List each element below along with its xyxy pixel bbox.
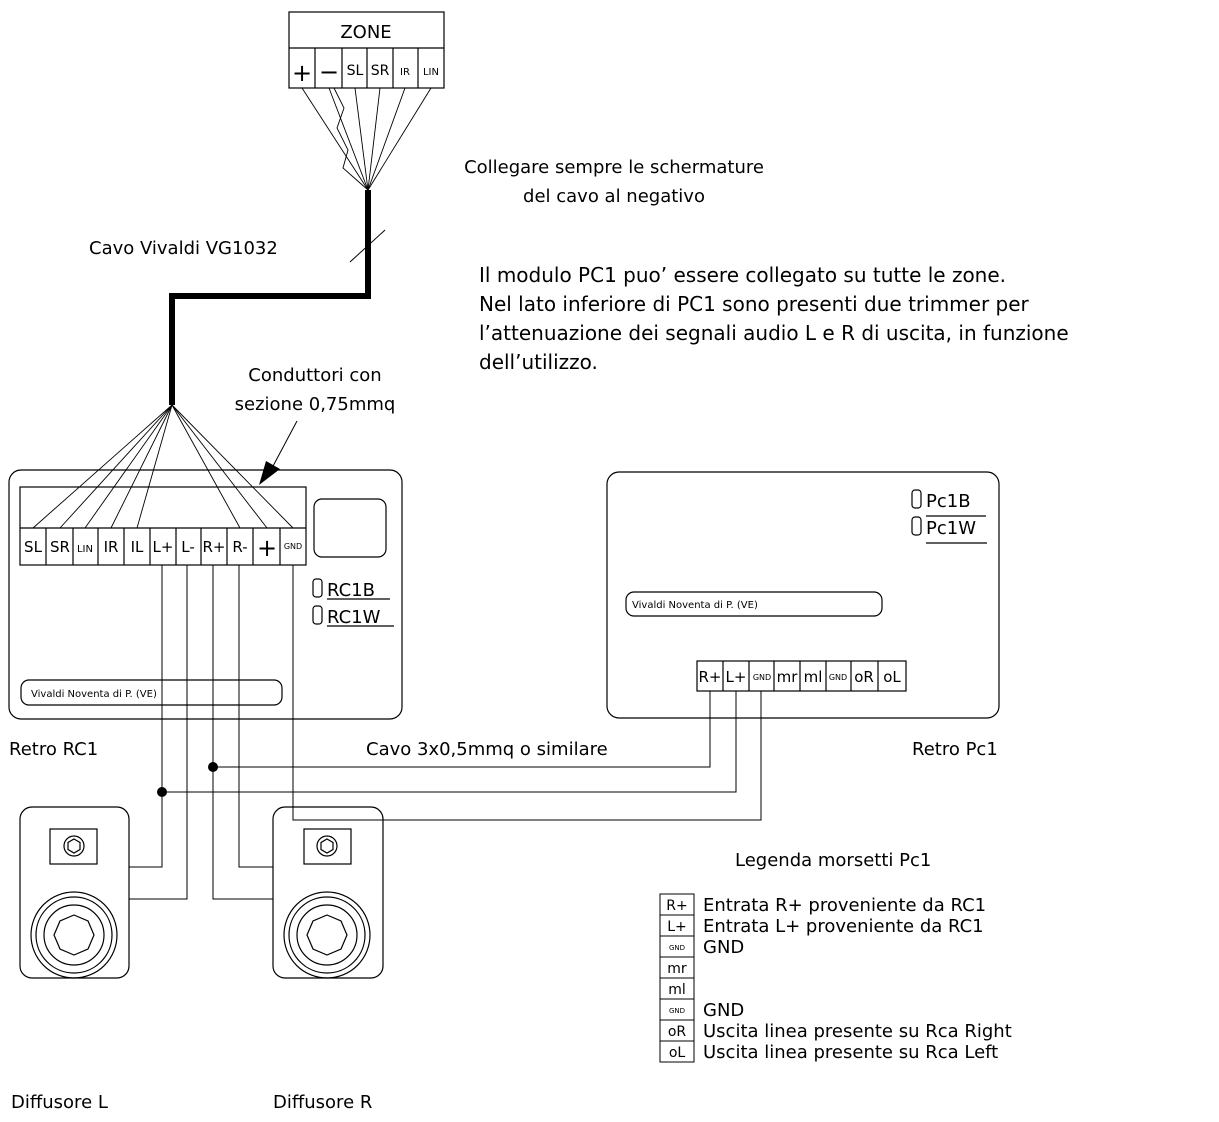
pc1-caption: Retro Pc1 [912,739,998,760]
speaker-left-caption: Diffusore L [11,1092,108,1113]
shield-note-line1: Collegare sempre le schermature [464,157,764,178]
rc1-terminal-rplus: R+ [203,538,226,556]
legend-desc-rplus: Entrata R+ proveniente da RC1 [703,895,986,916]
shield-note-line2: del cavo al negativo [523,186,705,207]
legend-desc-or: Uscita linea presente su Rca Right [703,1021,1012,1042]
zone-terminal-block [288,11,445,89]
legend-title: Legenda morsetti Pc1 [735,850,931,871]
rc1-wire-fan [32,404,294,529]
rc1-model-b: RC1B [327,580,375,601]
pc1-terminal-gnd2: GND [829,673,847,682]
legend-key-gnd2: GND [669,1007,685,1015]
rc1-terminal-lin: LIN [77,544,93,555]
zone-terminal-minus: − [319,58,339,86]
pc1-panel [606,471,1000,719]
legend-desc-gnd1: GND [703,937,744,958]
rc1-terminal-il: IL [131,538,144,556]
speaker-right [272,806,384,979]
zone-title: ZONE [340,22,391,43]
info-line3: l’attenuazione dei segnali audio L e R d… [479,321,1069,345]
info-line1: Il modulo PC1 puo’ essere collegato su t… [479,263,1006,287]
rc1-terminal-sr: SR [50,538,70,556]
rc1-terminal-lplus: L+ [153,538,174,556]
junction-dot-r [208,762,218,772]
pc1-terminal-rplus: R+ [699,668,722,686]
signal-wiring [129,565,762,900]
cable-tick [349,229,386,263]
legend-key-lplus: L+ [667,919,687,935]
pc1-label: Vivaldi Noventa di P. (VE) [632,600,758,611]
cable2-label: Cavo 3x0,5mmq o similare [366,739,608,760]
rc1-model-w: RC1W [327,607,381,628]
legend-desc-lplus: Entrata L+ proveniente da RC1 [703,916,984,937]
legend-key-ml: ml [668,982,686,998]
speaker-left [19,806,130,979]
rc1-panel [8,469,403,720]
pc1-terminal-lplus: L+ [726,668,747,686]
zone-terminal-sl: SL [347,63,364,79]
rc1-terminal-plus: + [257,534,277,562]
legend-key-or: oR [668,1024,687,1040]
legend-key-grid [659,893,695,1063]
zone-terminal-sr: SR [371,63,390,79]
pc1-terminal-gnd1: GND [753,673,771,682]
pc1-terminal-or: oR [854,668,874,686]
legend-key-ol: oL [669,1045,686,1061]
rc1-caption: Retro RC1 [9,739,98,760]
pc1-model-b: Pc1B [926,491,971,512]
cable-label: Cavo Vivaldi VG1032 [89,238,278,259]
rc1-label: Vivaldi Noventa di P. (VE) [31,689,157,700]
pc1-terminal-ml: ml [804,668,823,686]
rc1-terminal-rminus: R- [232,538,247,556]
zone-wire-fan [301,87,432,191]
zone-terminal-lin: LIN [423,67,439,78]
info-line4: dell’utilizzo. [479,350,598,374]
conductors-line2: sezione 0,75mmq [235,394,396,415]
pc1-terminal-mr: mr [777,668,799,686]
pc1-terminal-ol: oL [883,668,901,686]
legend-key-mr: mr [667,961,687,977]
legend-desc-ol: Uscita linea presente su Rca Left [703,1042,998,1063]
main-cable [169,190,371,405]
rc1-terminal-gnd: GND [284,542,302,551]
speaker-right-caption: Diffusore R [273,1092,372,1113]
conductors-line1: Conduttori con [248,365,381,386]
pc1-model-w: Pc1W [926,518,976,539]
info-line2: Nel lato inferiore di PC1 sono presenti … [479,292,1030,316]
zone-terminal-plus: + [292,59,312,87]
junction-dot-l [157,787,167,797]
zone-terminal-ir: IR [400,67,410,78]
legend-key-rplus: R+ [666,898,687,914]
rc1-terminal-sl: SL [24,538,43,556]
conductors-arrow [259,420,298,485]
legend-desc-gnd2: GND [703,1000,744,1021]
legend-key-gnd1: GND [669,944,685,952]
rc1-terminal-lminus: L- [181,538,195,556]
rc1-terminal-ir: IR [104,538,119,556]
